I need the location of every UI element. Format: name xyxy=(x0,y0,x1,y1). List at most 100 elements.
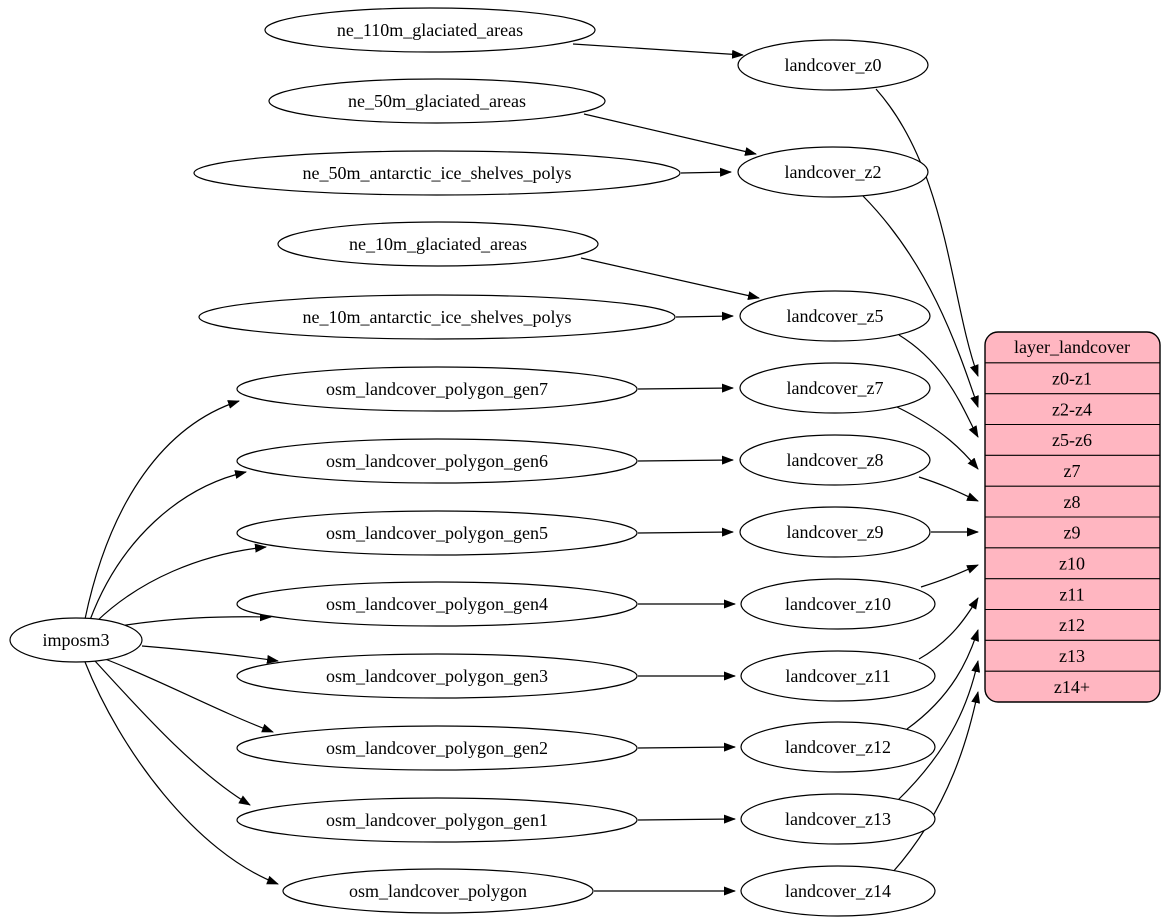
node-ne-110m-glaciated-areas: ne_110m_glaciated_areas xyxy=(264,7,596,53)
edge-imposm3-gen7 xyxy=(84,400,240,620)
node-ne-50m-antarctic-ice-shelves-polys-shape xyxy=(193,150,681,196)
edge-imposm3-gen1 xyxy=(94,660,251,806)
node-landcover-z10-label: landcover_z10 xyxy=(785,594,891,614)
node-osm-landcover-polygon-gen2-label: osm_landcover_polygon_gen2 xyxy=(326,738,548,758)
table-row-z9: z9 xyxy=(1064,523,1081,543)
node-osm-landcover-polygon-gen7: osm_landcover_polygon_gen7 xyxy=(236,366,638,412)
table-row-z13: z13 xyxy=(1059,646,1085,666)
node-landcover-z0-shape xyxy=(737,39,929,91)
edge-z8-row xyxy=(918,476,979,502)
node-osm-landcover-polygon-gen7-shape xyxy=(236,366,638,412)
edge-ne50m-glaciated-z2 xyxy=(583,113,757,156)
edge-gen7-z7 xyxy=(637,383,734,393)
node-landcover-z10: landcover_z10 xyxy=(740,578,936,630)
node-osm-landcover-polygon-gen4-shape xyxy=(236,581,638,627)
node-landcover-z2: landcover_z2 xyxy=(737,146,929,198)
node-ne-110m-glaciated-areas-label: ne_110m_glaciated_areas xyxy=(337,20,523,40)
node-osm-landcover-polygon-gen2: osm_landcover_polygon_gen2 xyxy=(236,725,638,771)
edge-z7-row xyxy=(896,406,979,470)
table-row-z8: z8 xyxy=(1064,492,1081,512)
node-landcover-z9-shape xyxy=(739,506,931,558)
edge-imposm3-gen4 xyxy=(119,612,272,627)
node-ne-50m-glaciated-areas-label: ne_50m_glaciated_areas xyxy=(348,91,526,111)
table-row-z5-z6: z5-z6 xyxy=(1052,430,1092,450)
table-row-z7: z7 xyxy=(1064,461,1081,481)
node-imposm3-shape xyxy=(9,617,143,663)
node-osm-landcover-polygon-gen5: osm_landcover_polygon_gen5 xyxy=(236,510,638,556)
node-osm-landcover-polygon-gen1-label: osm_landcover_polygon_gen1 xyxy=(326,810,548,830)
table-row-z0-z1: z0-z1 xyxy=(1052,369,1092,389)
edge-imposm3-gen6 xyxy=(89,470,247,621)
node-landcover-z13-shape xyxy=(740,793,936,845)
node-ne-50m-glaciated-areas-shape xyxy=(268,78,606,124)
node-landcover-z11-shape xyxy=(740,650,936,702)
edge-group xyxy=(84,43,981,896)
node-ne-50m-glaciated-areas: ne_50m_glaciated_areas xyxy=(268,78,606,124)
node-ne-10m-antarctic-ice-shelves-polys-shape xyxy=(198,294,676,340)
edge-z11-row xyxy=(918,597,979,660)
node-osm-landcover-polygon-gen6: osm_landcover_polygon_gen6 xyxy=(236,438,638,484)
node-osm-landcover-polygon-gen4: osm_landcover_polygon_gen4 xyxy=(236,581,638,627)
table-row-z10: z10 xyxy=(1059,554,1085,574)
table-layer-landcover: layer_landcover z0-z1 z2-z4 z5-z6 z7 z8 … xyxy=(984,331,1161,703)
node-landcover-z12-label: landcover_z12 xyxy=(785,737,891,757)
node-imposm3-label: imposm3 xyxy=(42,630,109,650)
node-landcover-z13-label: landcover_z13 xyxy=(785,809,891,829)
node-osm-landcover-polygon-gen1-shape xyxy=(236,797,638,843)
edge-imposm3-polygon xyxy=(84,661,279,885)
edge-imposm3-gen3 xyxy=(141,645,279,664)
table-row-z11: z11 xyxy=(1059,584,1084,604)
node-osm-landcover-polygon-gen3-label: osm_landcover_polygon_gen3 xyxy=(326,666,548,686)
node-landcover-z0-label: landcover_z0 xyxy=(785,55,882,75)
node-landcover-z7: landcover_z7 xyxy=(739,362,931,414)
edge-gen1-z13 xyxy=(637,814,736,824)
edge-imposm3-gen5 xyxy=(96,543,267,622)
node-landcover-z8-shape xyxy=(739,434,931,486)
node-osm-landcover-polygon-gen4-label: osm_landcover_polygon_gen4 xyxy=(326,594,548,614)
node-landcover-z9-label: landcover_z9 xyxy=(787,522,884,542)
node-landcover-z14-label: landcover_z14 xyxy=(785,881,891,901)
node-osm-landcover-polygon-gen5-shape xyxy=(236,510,638,556)
edge-z2-row xyxy=(862,195,979,408)
node-landcover-z7-label: landcover_z7 xyxy=(787,378,884,398)
node-landcover-z11-label: landcover_z11 xyxy=(785,666,890,686)
node-landcover-z9: landcover_z9 xyxy=(739,506,931,558)
node-osm-landcover-polygon: osm_landcover_polygon xyxy=(282,868,594,914)
node-landcover-z2-label: landcover_z2 xyxy=(785,162,882,182)
node-ne-50m-antarctic-ice-shelves-polys: ne_50m_antarctic_ice_shelves_polys xyxy=(193,150,681,196)
table-row-z2-z4: z2-z4 xyxy=(1052,399,1092,419)
node-landcover-z5-shape xyxy=(739,290,931,342)
node-landcover-z5-label: landcover_z5 xyxy=(787,306,884,326)
node-landcover-z2-shape xyxy=(737,146,929,198)
node-osm-landcover-polygon-gen3: osm_landcover_polygon_gen3 xyxy=(236,653,638,699)
node-ne-10m-antarctic-ice-shelves-polys-label: ne_10m_antarctic_ice_shelves_polys xyxy=(303,307,572,327)
node-osm-landcover-polygon-gen7-label: osm_landcover_polygon_gen7 xyxy=(326,379,548,399)
node-osm-landcover-polygon-gen1: osm_landcover_polygon_gen1 xyxy=(236,797,638,843)
edge-z10-row xyxy=(920,564,979,588)
node-landcover-z11: landcover_z11 xyxy=(740,650,936,702)
edge-gen2-z12 xyxy=(637,742,736,752)
edge-z13-row xyxy=(896,660,981,802)
table-row-z14plus: z14+ xyxy=(1054,677,1090,697)
edge-gen6-z8 xyxy=(637,455,734,465)
node-ne-10m-glaciated-areas: ne_10m_glaciated_areas xyxy=(277,221,599,267)
node-landcover-z13: landcover_z13 xyxy=(740,793,936,845)
node-landcover-z12: landcover_z12 xyxy=(740,721,936,773)
node-landcover-z0: landcover_z0 xyxy=(737,39,929,91)
node-landcover-z14: landcover_z14 xyxy=(740,865,936,917)
node-ne-10m-glaciated-areas-shape xyxy=(277,221,599,267)
node-ne-50m-antarctic-ice-shelves-polys-label: ne_50m_antarctic_ice_shelves_polys xyxy=(303,163,572,183)
node-osm-landcover-polygon-gen6-label: osm_landcover_polygon_gen6 xyxy=(326,451,548,471)
node-osm-landcover-polygon-gen3-shape xyxy=(236,653,638,699)
edge-z5-row xyxy=(898,334,979,438)
node-landcover-z8: landcover_z8 xyxy=(739,434,931,486)
node-landcover-z7-shape xyxy=(739,362,931,414)
edge-gen5-z9 xyxy=(637,527,734,537)
node-landcover-z12-shape xyxy=(740,721,936,773)
edge-z0-row xyxy=(875,88,979,377)
edge-ne10m-antarctic-z5 xyxy=(675,311,734,321)
node-ne-10m-glaciated-areas-label: ne_10m_glaciated_areas xyxy=(349,234,527,254)
edge-imposm3-gen2 xyxy=(104,658,274,733)
